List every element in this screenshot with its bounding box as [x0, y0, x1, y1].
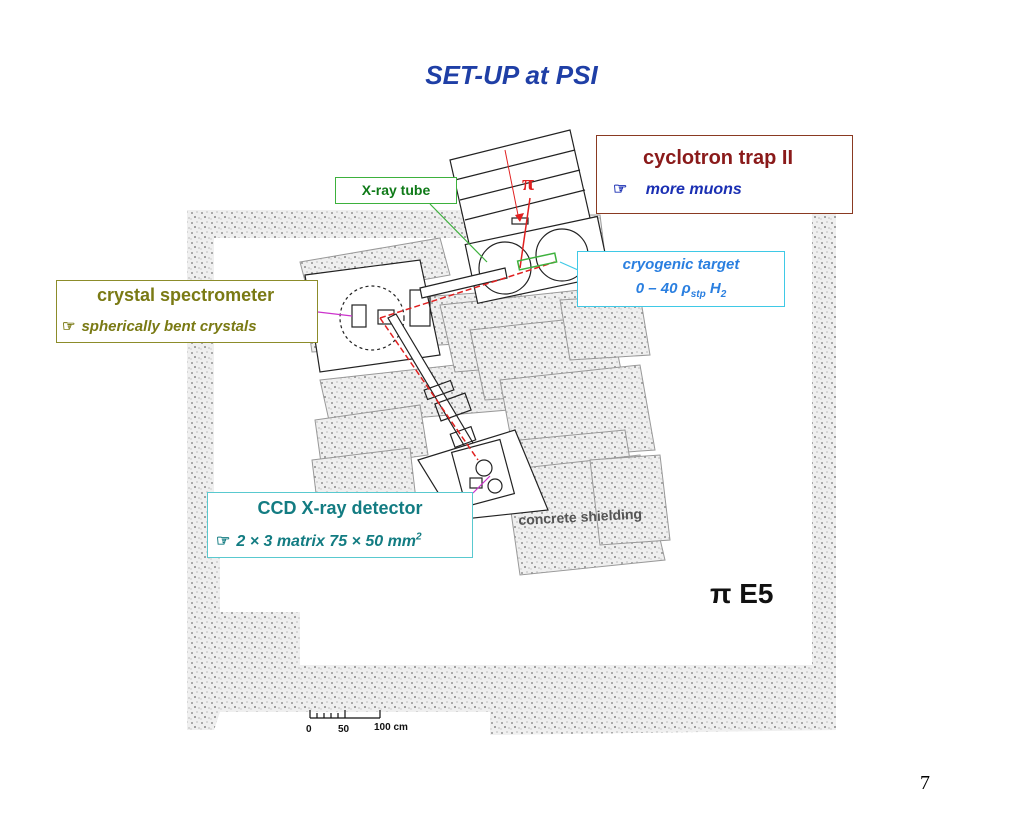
cryo-detail: 0 – 40 ρstp H2 [578, 280, 784, 300]
cryo-h: H [705, 280, 721, 297]
beam-path [379, 149, 556, 461]
callout-lines [317, 203, 579, 494]
beam-arrow-icon [515, 213, 524, 222]
ccd-detector-callout: CCD X-ray detector ☞ 2 × 3 matrix 75 × 50… [207, 492, 473, 558]
pointing-hand-icon: ☞ [613, 181, 628, 198]
cyclotron-detail: ☞ more muons [613, 179, 742, 199]
cryogenic-target-callout: cryogenic target 0 – 40 ρstp H2 [577, 251, 785, 307]
pointing-hand-icon: ☞ [62, 318, 76, 335]
pion-symbol: π [522, 170, 534, 195]
crystal-title: crystal spectrometer [97, 285, 275, 305]
target-marker [516, 252, 558, 271]
xray-tube-callout: X-ray tube [335, 177, 457, 204]
crystal-detail-text: spherically bent crystals [81, 318, 257, 335]
cyclotron-trap-drawing [449, 129, 611, 304]
beam-pipe [387, 267, 508, 463]
slide-title: SET-UP at PSI [425, 60, 598, 90]
page-number: 7 [920, 772, 930, 794]
cyclotron-callout: cyclotron trap II ☞ more muons [596, 135, 853, 214]
scale-bar [309, 710, 381, 719]
cryo-title: cryogenic target [622, 256, 740, 273]
cyclotron-title: cyclotron trap II [643, 147, 794, 169]
cryo-density-sub: stp [690, 289, 706, 300]
scale-label-100: 100 cm [374, 722, 408, 733]
ccd-detail-sup: 2 [416, 531, 422, 543]
xray-tube-title: X-ray tube [361, 182, 431, 198]
ccd-detail: ☞ 2 × 3 matrix 75 × 50 mm2 [216, 531, 422, 551]
ccd-detail-text: 2 × 3 matrix 75 × 50 mm [236, 533, 417, 550]
ccd-title: CCD X-ray detector [257, 498, 423, 518]
pointing-hand-icon: ☞ [216, 533, 231, 550]
area-label: π E5 [710, 578, 774, 609]
cyclotron-detail-text: more muons [645, 181, 742, 198]
cryo-h-sub: 2 [720, 289, 727, 300]
scale-label-50: 50 [338, 724, 350, 735]
scale-label-0: 0 [306, 724, 312, 735]
cryo-density: 0 – 40 ρ [635, 280, 691, 297]
crystal-spectrometer-callout: crystal spectrometer ☞ spherically bent c… [56, 280, 318, 343]
crystal-detail: ☞ spherically bent crystals [62, 317, 257, 335]
